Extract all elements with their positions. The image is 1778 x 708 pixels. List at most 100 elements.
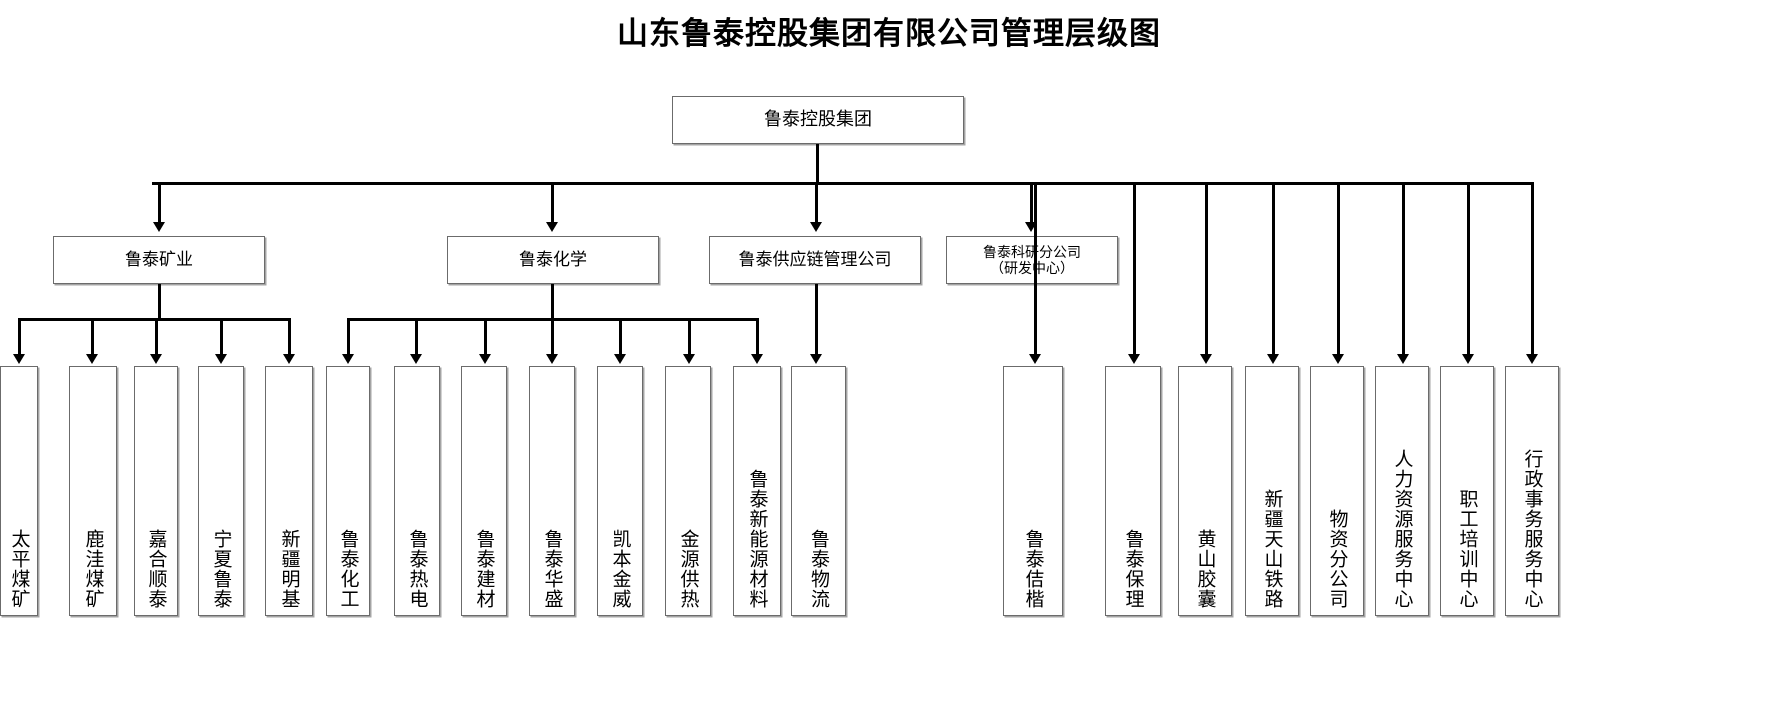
arrow-supplychain: [810, 222, 822, 232]
leaf-node[interactable]: 嘉合顺泰: [134, 366, 178, 616]
arrow-leaf-19: [1462, 354, 1474, 364]
arrow-research: [1025, 222, 1037, 232]
leaf-node[interactable]: 新疆明基: [265, 366, 313, 616]
node-root[interactable]: 鲁泰控股集团: [672, 96, 964, 144]
leaf-node[interactable]: 鲁泰新能源材料: [733, 366, 781, 616]
arrow-leaf-2: [150, 354, 162, 364]
connector-leaf-drop-18: [1402, 182, 1405, 356]
arrow-leaf-15: [1200, 354, 1212, 364]
connector-leaf-drop-12: [815, 284, 818, 356]
connector-leaf-drop-17: [1337, 182, 1340, 356]
connector-leaf-drop-19: [1467, 182, 1470, 356]
leaf-node[interactable]: 鲁泰华盛: [529, 366, 575, 616]
leaf-node[interactable]: 宁夏鲁泰: [198, 366, 244, 616]
connector-leaf-drop-0: [18, 318, 21, 356]
arrow-leaf-18: [1397, 354, 1409, 364]
leaf-node[interactable]: 鹿洼煤矿: [69, 366, 117, 616]
leaf-label: 黄山胶囊: [1194, 529, 1216, 609]
arrow-mining: [153, 222, 165, 232]
connector-leaf-drop-10: [688, 318, 691, 356]
node-lvl2-research-label-line2: （研发中心）: [990, 260, 1074, 276]
leaf-label: 鲁泰保理: [1122, 529, 1144, 609]
arrow-leaf-1: [86, 354, 98, 364]
leaf-node[interactable]: 人力资源服务中心: [1375, 366, 1429, 616]
connector-leaf-drop-2: [155, 318, 158, 356]
connector-mining-stem: [158, 284, 161, 320]
connector-chemistry-stem: [551, 284, 554, 320]
connector-leaf-drop-14: [1133, 182, 1136, 356]
node-lvl2-mining-label: 鲁泰矿业: [125, 249, 193, 269]
leaf-node[interactable]: 太平煤矿: [0, 366, 38, 616]
arrow-leaf-0: [13, 354, 25, 364]
page-title: 山东鲁泰控股集团有限公司管理层级图: [617, 16, 1161, 52]
leaf-label: 人力资源服务中心: [1391, 449, 1413, 609]
connector-leaf-drop-11: [756, 318, 759, 356]
connector-leaf-drop-5: [347, 318, 350, 356]
leaf-label: 鲁泰建材: [473, 529, 495, 609]
leaf-node[interactable]: 鲁泰热电: [394, 366, 440, 616]
connector-leaf-drop-9: [619, 318, 622, 356]
node-lvl2-chemistry[interactable]: 鲁泰化学: [447, 236, 659, 284]
leaf-node[interactable]: 职工培训中心: [1440, 366, 1494, 616]
leaf-node[interactable]: 鲁泰建材: [461, 366, 507, 616]
arrow-leaf-20: [1526, 354, 1538, 364]
leaf-label: 物资分公司: [1326, 509, 1348, 609]
arrow-leaf-9: [614, 354, 626, 364]
arrow-chemistry: [546, 222, 558, 232]
leaf-node[interactable]: 鲁泰保理: [1105, 366, 1161, 616]
connector-mining-bus: [18, 318, 288, 321]
node-lvl2-research[interactable]: 鲁泰科研分公司 （研发中心）: [946, 236, 1118, 284]
node-lvl2-supplychain-label: 鲁泰供应链管理公司: [738, 249, 892, 269]
arrow-leaf-13: [1029, 354, 1041, 364]
connector-leaf-drop-15: [1205, 182, 1208, 356]
node-lvl2-supplychain[interactable]: 鲁泰供应链管理公司: [709, 236, 921, 284]
leaf-node[interactable]: 物资分公司: [1310, 366, 1364, 616]
leaf-label: 鹿洼煤矿: [82, 529, 104, 609]
leaf-label: 鲁泰佶楷: [1022, 529, 1044, 609]
connector-root-stem: [816, 144, 819, 184]
arrow-leaf-4: [283, 354, 295, 364]
connector-leaf-drop-8: [551, 318, 554, 356]
connector-leaf-drop-6: [415, 318, 418, 356]
leaf-node[interactable]: 新疆天山铁路: [1245, 366, 1299, 616]
leaf-node[interactable]: 行政事务服务中心: [1505, 366, 1559, 616]
arrow-leaf-12: [810, 354, 822, 364]
arrow-leaf-5: [342, 354, 354, 364]
leaf-node[interactable]: 鲁泰物流: [791, 366, 846, 616]
connector-leaf-drop-1: [91, 318, 94, 356]
leaf-label: 宁夏鲁泰: [210, 529, 232, 609]
arrow-leaf-11: [751, 354, 763, 364]
leaf-label: 鲁泰物流: [808, 529, 829, 609]
arrow-leaf-16: [1267, 354, 1279, 364]
connector-leaf-drop-13: [1034, 182, 1037, 356]
node-lvl2-research-label-line1: 鲁泰科研分公司: [983, 243, 1081, 260]
leaf-label: 鲁泰化工: [337, 529, 359, 609]
node-lvl2-mining[interactable]: 鲁泰矿业: [53, 236, 265, 284]
leaf-label: 新疆明基: [278, 529, 300, 609]
connector-drop-supplychain: [815, 182, 818, 224]
arrow-leaf-10: [683, 354, 695, 364]
leaf-label: 鲁泰华盛: [541, 529, 563, 609]
connector-leaf-drop-4: [288, 318, 291, 356]
arrow-leaf-14: [1128, 354, 1140, 364]
leaf-node[interactable]: 鲁泰佶楷: [1003, 366, 1063, 616]
leaf-label: 凯本金威: [609, 529, 631, 609]
node-root-label: 鲁泰控股集团: [764, 109, 872, 130]
leaf-label: 鲁泰新能源材料: [746, 469, 768, 609]
leaf-node[interactable]: 鲁泰化工: [326, 366, 370, 616]
leaf-label: 行政事务服务中心: [1521, 449, 1543, 609]
connector-drop-chemistry: [551, 182, 554, 224]
leaf-label: 嘉合顺泰: [145, 529, 167, 609]
leaf-node[interactable]: 黄山胶囊: [1178, 366, 1232, 616]
arrow-leaf-6: [410, 354, 422, 364]
connector-drop-research: [1030, 182, 1033, 224]
arrow-leaf-17: [1332, 354, 1344, 364]
leaf-node[interactable]: 凯本金威: [597, 366, 643, 616]
arrow-leaf-7: [479, 354, 491, 364]
leaf-node[interactable]: 金源供热: [665, 366, 711, 616]
leaf-label: 金源供热: [677, 529, 699, 609]
arrow-leaf-3: [215, 354, 227, 364]
connector-leaf-drop-16: [1272, 182, 1275, 356]
node-lvl2-chemistry-label: 鲁泰化学: [519, 249, 587, 269]
